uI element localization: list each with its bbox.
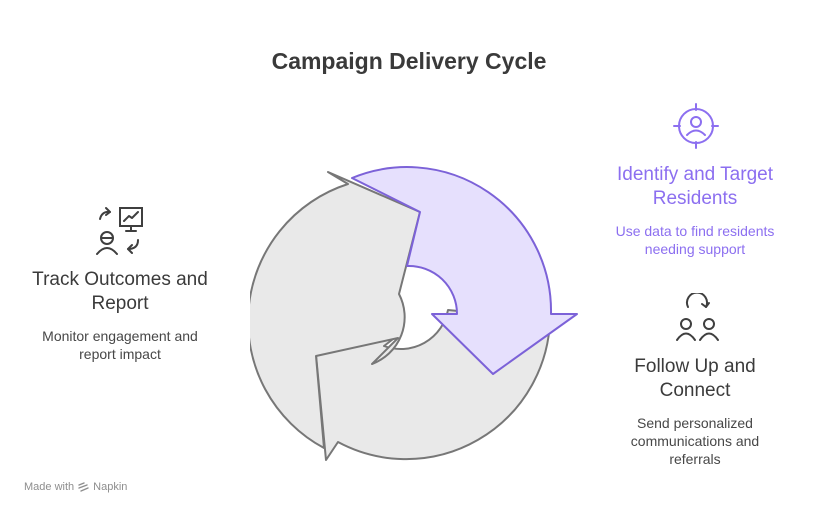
- identify-description: Use data to find residents needing suppo…: [615, 223, 775, 257]
- cycle-segment-report: [250, 171, 421, 449]
- napkin-logo-icon: [78, 481, 89, 492]
- target-person-icon: [673, 103, 719, 149]
- person-chart-exchange-icon: [96, 207, 143, 255]
- cycle-segment-identify: [351, 166, 578, 375]
- cycle-diagram: [250, 166, 578, 461]
- two-people-refresh-icon: [676, 293, 719, 341]
- track-title: Track Outcomes and Report: [32, 269, 208, 314]
- track-description: Monitor engagement and report impact: [42, 328, 198, 362]
- identify-title: Identify and Target Residents: [617, 164, 773, 209]
- followup-title: Follow Up and Connect: [634, 356, 756, 401]
- followup-description: Send personalized communications and ref…: [630, 415, 760, 467]
- diagram-title: Campaign Delivery Cycle: [271, 48, 547, 74]
- made-with-label: Made with: [24, 481, 75, 493]
- made-with-napkin[interactable]: Made with Napkin: [24, 481, 127, 493]
- napkin-brand-label: Napkin: [93, 481, 128, 493]
